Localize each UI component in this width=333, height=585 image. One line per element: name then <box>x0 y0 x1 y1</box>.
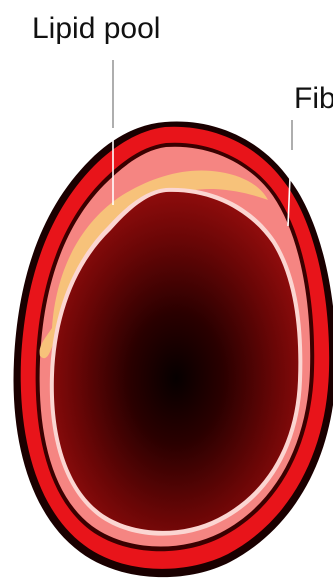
lipid-pool-label: Lipid pool <box>32 14 160 44</box>
fibrous-cap-label: Fib <box>294 84 333 114</box>
